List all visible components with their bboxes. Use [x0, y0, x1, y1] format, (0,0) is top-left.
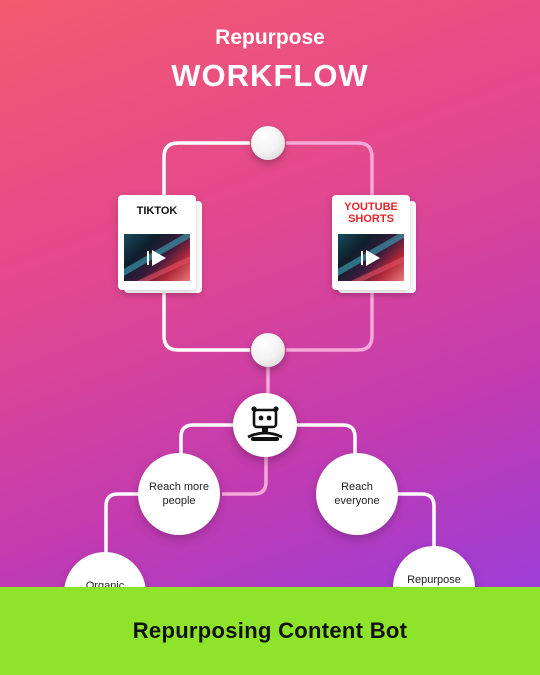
connector-back-link [222, 457, 268, 496]
youtube-shorts-card: YOUTUBE SHORTS [332, 195, 410, 290]
tiktok-card: TIKTOK [118, 195, 196, 290]
tiktok-label: TIKTOK [136, 205, 178, 217]
reach-more-line2: people [162, 495, 196, 507]
connector-branch-left [179, 423, 233, 455]
play-icon [147, 250, 166, 266]
node-reach-everyone: Reach everyone [316, 453, 398, 535]
footer-title: Repurposing Content Bot [132, 618, 408, 643]
reach-everyone-line2: everyone [334, 495, 380, 507]
youtube-shorts-label: YOUTUBE SHORTS [332, 201, 410, 225]
bottom-connector-knob [251, 333, 285, 367]
node-reach-more-people: Reach more people [138, 453, 220, 535]
youtube-label-line1: YOUTUBE [344, 201, 398, 213]
bot-node [233, 393, 297, 457]
reach-everyone-line1: Reach [341, 481, 373, 493]
header-title: WORKFLOW [171, 58, 369, 93]
header-subtitle: Repurpose [215, 26, 325, 49]
footer-banner: Repurposing Content Bot [0, 587, 540, 675]
top-connector-knob [251, 126, 285, 160]
connector-lower-right [396, 492, 436, 560]
youtube-label-line2: SHORTS [348, 213, 394, 225]
reach-more-line1: Reach more [149, 481, 209, 493]
connector-lower-left [104, 492, 140, 560]
robot-icon [247, 406, 283, 441]
connector-branch-right [297, 423, 357, 455]
play-icon [361, 250, 380, 266]
youtube-video-thumbnail [338, 234, 404, 281]
tiktok-video-thumbnail [124, 234, 190, 281]
repurpose-label: Repurpose [407, 574, 461, 586]
